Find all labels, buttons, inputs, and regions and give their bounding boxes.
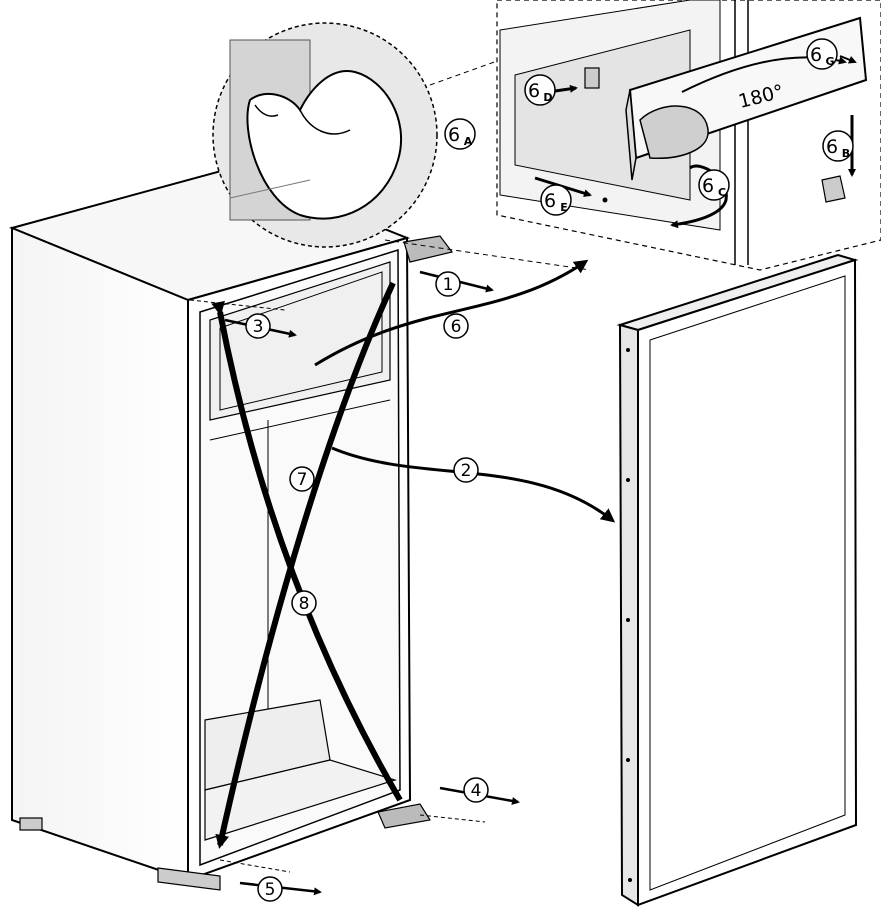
svg-text:B: B — [842, 147, 850, 160]
svg-text:6: 6 — [448, 124, 460, 146]
callout-step-2: 2 — [453, 457, 479, 483]
svg-text:G: G — [825, 55, 834, 68]
svg-text:7: 7 — [297, 470, 308, 490]
callout-step-1: 1 — [435, 271, 461, 297]
callout-substep-6c: 6 C — [698, 169, 730, 201]
svg-text:6: 6 — [544, 190, 556, 212]
inset-handle-detail — [496, 0, 881, 271]
callout-substep-6g: 6 G — [806, 38, 838, 70]
svg-text:C: C — [718, 186, 726, 199]
callout-substep-6e: 6 E — [540, 184, 572, 216]
callout-step-8: 8 — [291, 590, 317, 616]
callout-step-6: 6 — [443, 313, 469, 339]
callout-step-4: 4 — [463, 777, 489, 803]
svg-text:6: 6 — [451, 317, 462, 337]
arrow-step-7 — [215, 281, 396, 849]
svg-text:6: 6 — [702, 175, 714, 197]
callout-step-3: 3 — [245, 313, 271, 339]
callout-step-5: 5 — [257, 876, 283, 902]
svg-text:1: 1 — [443, 275, 454, 295]
svg-text:6: 6 — [810, 44, 822, 66]
svg-text:D: D — [543, 91, 552, 104]
magnifier-hand-detail — [212, 22, 438, 248]
arrow-step-8 — [211, 300, 403, 802]
svg-text:6: 6 — [528, 80, 540, 102]
svg-text:3: 3 — [253, 317, 264, 337]
svg-text:4: 4 — [471, 781, 482, 801]
svg-text:A: A — [464, 135, 473, 148]
fridge-cabinet — [8, 166, 486, 891]
arrow-step-6 — [314, 259, 589, 367]
svg-text:8: 8 — [299, 594, 310, 614]
callout-substep-6b: 6 B — [822, 130, 854, 162]
svg-text:6: 6 — [826, 136, 838, 158]
callout-step-7: 7 — [289, 466, 315, 492]
svg-text:2: 2 — [461, 461, 472, 481]
svg-text:5: 5 — [265, 880, 276, 900]
svg-text:E: E — [560, 201, 568, 214]
callout-substep-6d: 6 D — [524, 74, 556, 106]
fridge-door — [616, 253, 859, 907]
callout-substep-6a: 6 A — [444, 118, 476, 150]
